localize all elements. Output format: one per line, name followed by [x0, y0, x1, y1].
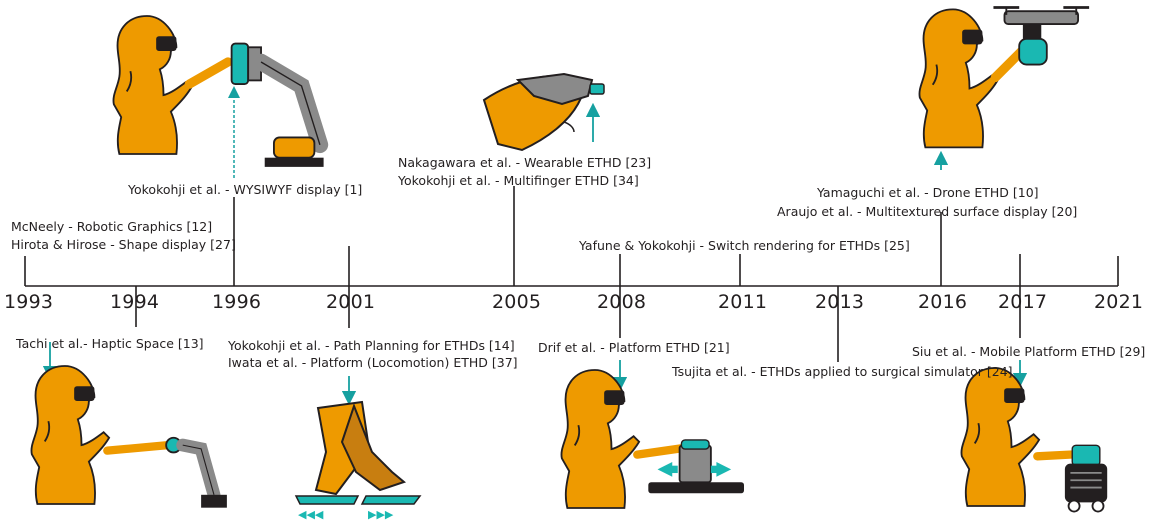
- year-label: 2005: [492, 291, 542, 313]
- label-nakagawara: Nakagawara et al. - Wearable ETHD [23]: [398, 155, 652, 170]
- label-drif: Drif et al. - Platform ETHD [21]: [538, 340, 730, 355]
- label-tsujita: Tsujita et al. - ETHDs applied to surgic…: [672, 364, 1013, 379]
- year-label: 2016: [918, 291, 968, 313]
- label-yoko-multi: Yokokohji et al. - Multifinger ETHD [34]: [398, 173, 639, 188]
- label-araujo: Araujo et al. - Multitextured surface di…: [777, 204, 1078, 219]
- year-label: 1994: [110, 291, 160, 313]
- illustration-drone: [918, 6, 1090, 149]
- label-yoko-path: Yokokohji et al. - Path Planning for ETH…: [228, 338, 515, 353]
- label-tachi: Tachi et al.- Haptic Space [13]: [16, 336, 204, 351]
- year-label: 2017: [998, 291, 1048, 313]
- illustration-locomotion: ◀◀◀ ▶▶▶: [294, 400, 422, 520]
- label-siu: Siu et al. - Mobile Platform ETHD [29]: [912, 344, 1146, 359]
- label-mcneely: McNeely - Robotic Graphics [12]: [11, 219, 213, 234]
- svg-text:◀◀◀: ◀◀◀: [298, 508, 324, 520]
- svg-text:▶▶▶: ▶▶▶: [368, 508, 394, 520]
- illustration-robotic-graphics: [30, 365, 227, 508]
- year-label: 2021: [1094, 291, 1144, 313]
- label-yamaguchi: Yamaguchi et al. - Drone ETHD [10]: [817, 185, 1039, 200]
- label-yoko-wysiwyf: Yokokohji et al. - WYSIWYF display [1]: [128, 182, 363, 197]
- year-label: 2013: [815, 291, 865, 313]
- illustration-platform: [560, 369, 744, 509]
- label-hirota: Hirota & Hirose - Shape display [27]: [11, 237, 236, 252]
- year-label: 1996: [212, 291, 262, 313]
- illustration-mobile-platform: [960, 367, 1108, 513]
- year-label: 2011: [718, 291, 768, 313]
- label-yafune: Yafune & Yokokohji - Switch rendering fo…: [579, 238, 910, 253]
- illustration-wearable: [482, 72, 605, 152]
- year-label: 2008: [597, 291, 647, 313]
- label-iwata: Iwata et al. - Platform (Locomotion) ETH…: [228, 355, 518, 370]
- year-label: 1993: [4, 291, 54, 313]
- illustration-wysiwyf: [112, 15, 329, 167]
- year-label: 2001: [326, 291, 376, 313]
